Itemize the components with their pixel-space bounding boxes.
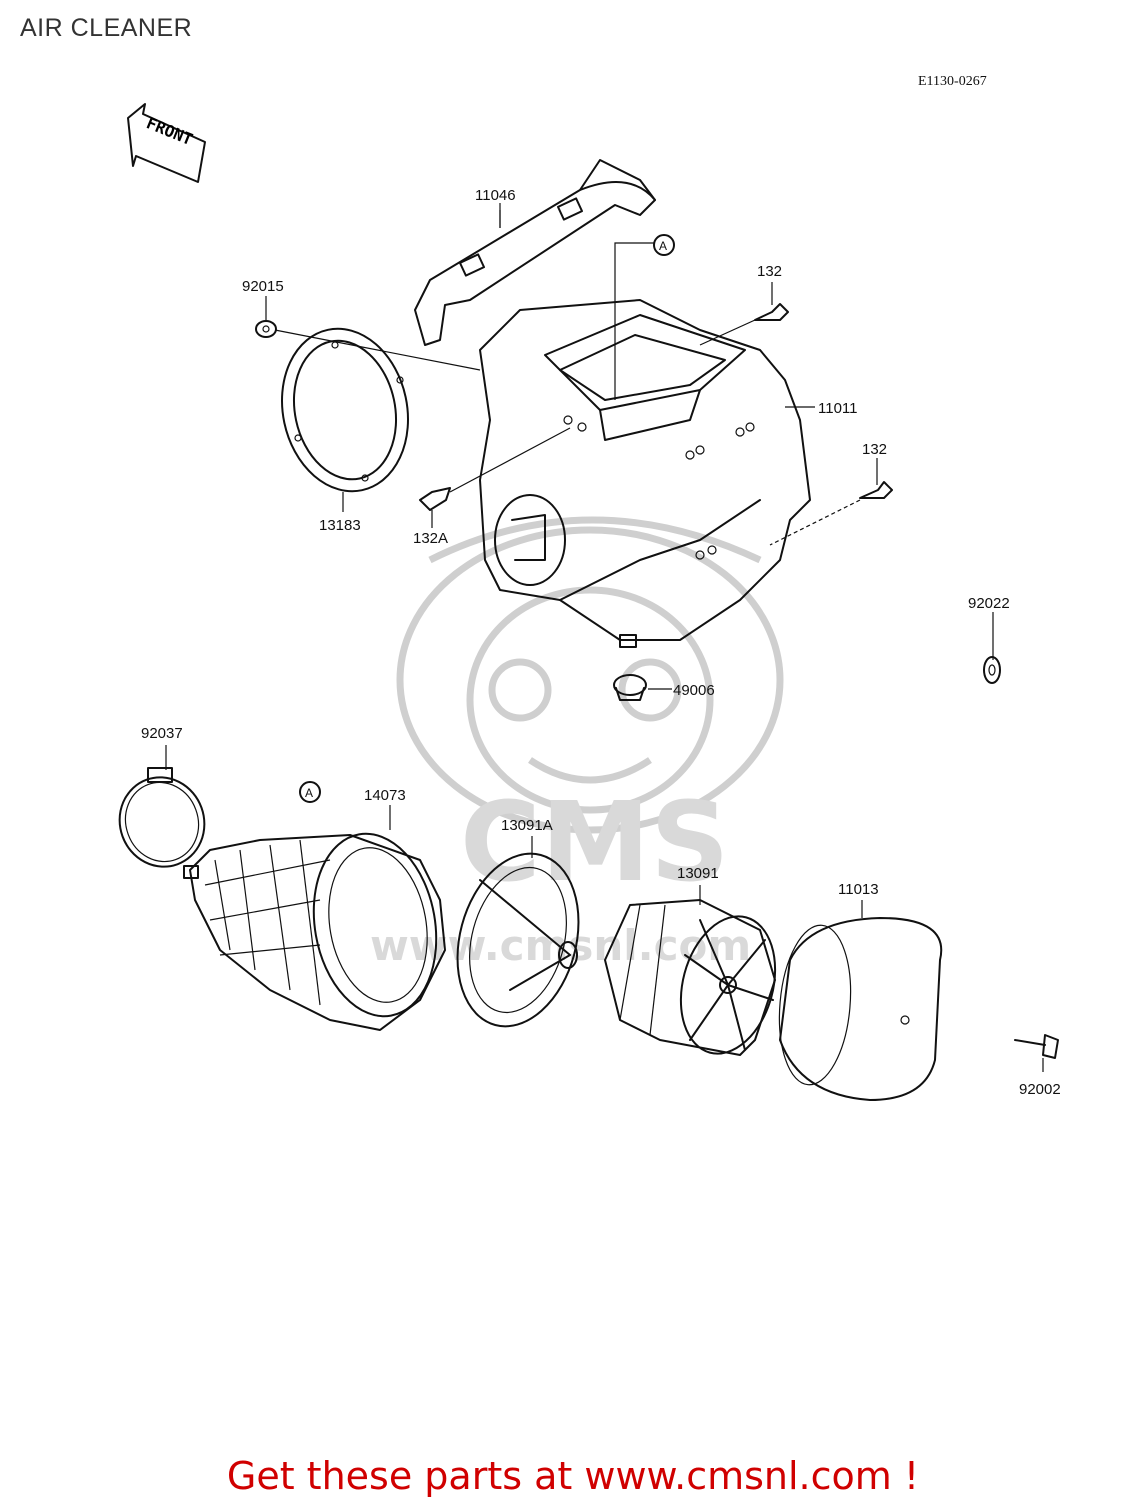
svg-text:A: A [659, 239, 667, 253]
part-132A-bolt [419, 487, 451, 511]
callout-a-bottom: A [299, 781, 321, 803]
label-11011: 11011 [818, 400, 858, 417]
watermark-mascot: CMS www.cmsnl.com [370, 516, 784, 970]
part-49006-grommet [613, 674, 647, 701]
label-13183: 13183 [319, 517, 361, 534]
part-13091-cage [604, 899, 777, 1056]
label-132A: 132A [413, 530, 448, 547]
label-11013: 11013 [838, 881, 879, 898]
part-132-bolt-top [754, 303, 789, 321]
part-11011-housing [479, 299, 811, 648]
front-arrow-icon: FRONT [127, 103, 206, 183]
label-11046: 11046 [475, 187, 516, 204]
get-parts-link[interactable]: Get these parts at www.cmsnl.com ! [226, 1454, 920, 1498]
page-title: AIR CLEANER [20, 14, 193, 42]
callout-a-top: A [653, 234, 675, 256]
part-92022-washer [983, 656, 1001, 684]
label-13091A: 13091A [501, 817, 553, 834]
label-92037: 92037 [141, 725, 183, 742]
watermark-cms: CMS [460, 778, 729, 906]
label-13091: 13091 [677, 865, 719, 882]
part-132-bolt-right [859, 481, 893, 499]
label-92002: 92002 [1019, 1081, 1061, 1098]
part-11013-element [778, 917, 943, 1101]
part-92002-wing-bolt [1014, 1034, 1059, 1059]
label-92022: 92022 [968, 595, 1010, 612]
part-13091A-frame [456, 852, 580, 1028]
part-14073-boot [183, 832, 446, 1031]
part-13183-gasket [281, 327, 409, 493]
part-92015-nut [255, 320, 277, 338]
label-49006: 49006 [673, 682, 715, 699]
front-arrow-label: FRONT [144, 113, 196, 149]
part-11046-bracket [414, 159, 656, 346]
label-132-top: 132 [757, 263, 782, 280]
label-132-right: 132 [862, 441, 887, 458]
label-14073: 14073 [364, 787, 406, 804]
part-92037-clamp [118, 767, 206, 868]
svg-text:A: A [305, 786, 313, 800]
label-92015: 92015 [242, 278, 284, 295]
diagram-code: E1130-0267 [918, 74, 987, 89]
